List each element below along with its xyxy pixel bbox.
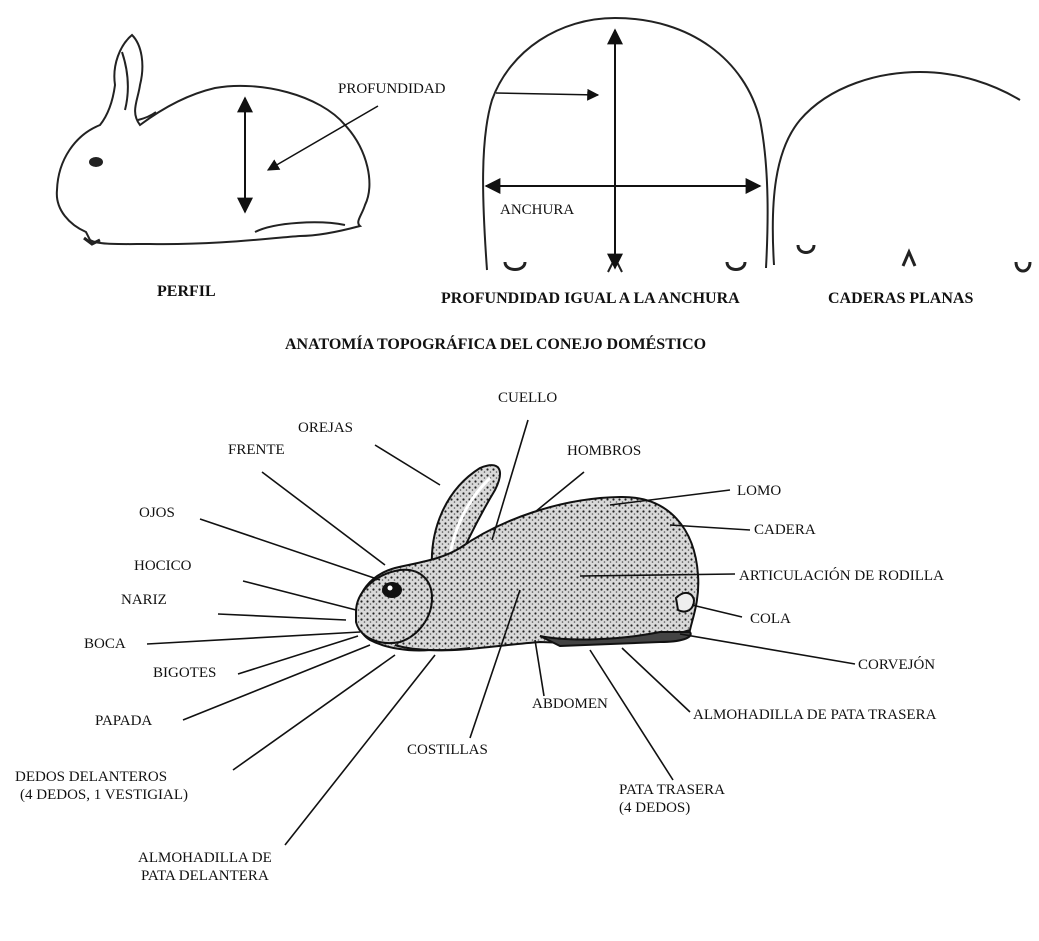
cross-section-flat: [773, 72, 1030, 271]
width-label: ANCHURA: [500, 201, 574, 219]
label-bigotes: BIGOTES: [153, 664, 216, 682]
label-almohadilla-trasera: ALMOHADILLA DE PATA TRASERA: [693, 706, 936, 724]
flat-hips-label: CADERAS PLANAS: [828, 290, 973, 308]
dedos-delanteros-line1: DEDOS DELANTEROS: [15, 768, 188, 786]
almohadilla-delantera-line1: ALMOHADILLA DE: [138, 849, 272, 867]
profile-label: PERFIL: [157, 283, 216, 301]
pata-trasera-line2: (4 DEDOS): [619, 799, 725, 817]
label-cola: COLA: [750, 610, 791, 628]
label-frente: FRENTE: [228, 441, 285, 459]
label-ojos: OJOS: [139, 504, 175, 522]
label-papada: PAPADA: [95, 712, 152, 730]
label-corvejon: CORVEJÓN: [858, 656, 935, 674]
cross-section-round: [483, 18, 768, 272]
label-costillas: COSTILLAS: [407, 741, 488, 759]
almohadilla-delantera-line2: PATA DELANTERA: [138, 867, 272, 885]
label-boca: BOCA: [84, 635, 126, 653]
label-abdomen: ABDOMEN: [532, 695, 608, 713]
diagram-title: ANATOMÍA TOPOGRÁFICA DEL CONEJO DOMÉSTIC…: [285, 336, 706, 354]
depth-horizontal-pointer: [496, 93, 598, 95]
depth-equals-width-label: PROFUNDIDAD IGUAL A LA ANCHURA: [441, 290, 740, 308]
label-hombros: HOMBROS: [567, 442, 641, 460]
label-dedos-delanteros: DEDOS DELANTEROS (4 DEDOS, 1 VESTIGIAL): [15, 768, 188, 804]
depth-pointer-line: [268, 106, 378, 170]
label-cuello: CUELLO: [498, 389, 557, 407]
label-nariz: NARIZ: [121, 591, 167, 609]
depth-label: PROFUNDIDAD: [338, 80, 446, 98]
anatomy-rabbit-drawing: [356, 465, 698, 650]
label-hocico: HOCICO: [134, 557, 192, 575]
pata-trasera-line1: PATA TRASERA: [619, 781, 725, 799]
label-almohadilla-delantera: ALMOHADILLA DE PATA DELANTERA: [138, 849, 272, 885]
label-orejas: OREJAS: [298, 419, 353, 437]
label-cadera: CADERA: [754, 521, 816, 539]
label-pata-trasera: PATA TRASERA (4 DEDOS): [619, 781, 725, 817]
profile-rabbit-drawing: [57, 35, 370, 244]
label-lomo: LOMO: [737, 482, 781, 500]
label-articulacion-rodilla: ARTICULACIÓN DE RODILLA: [739, 567, 944, 585]
dedos-delanteros-line2: (4 DEDOS, 1 VESTIGIAL): [15, 786, 188, 804]
